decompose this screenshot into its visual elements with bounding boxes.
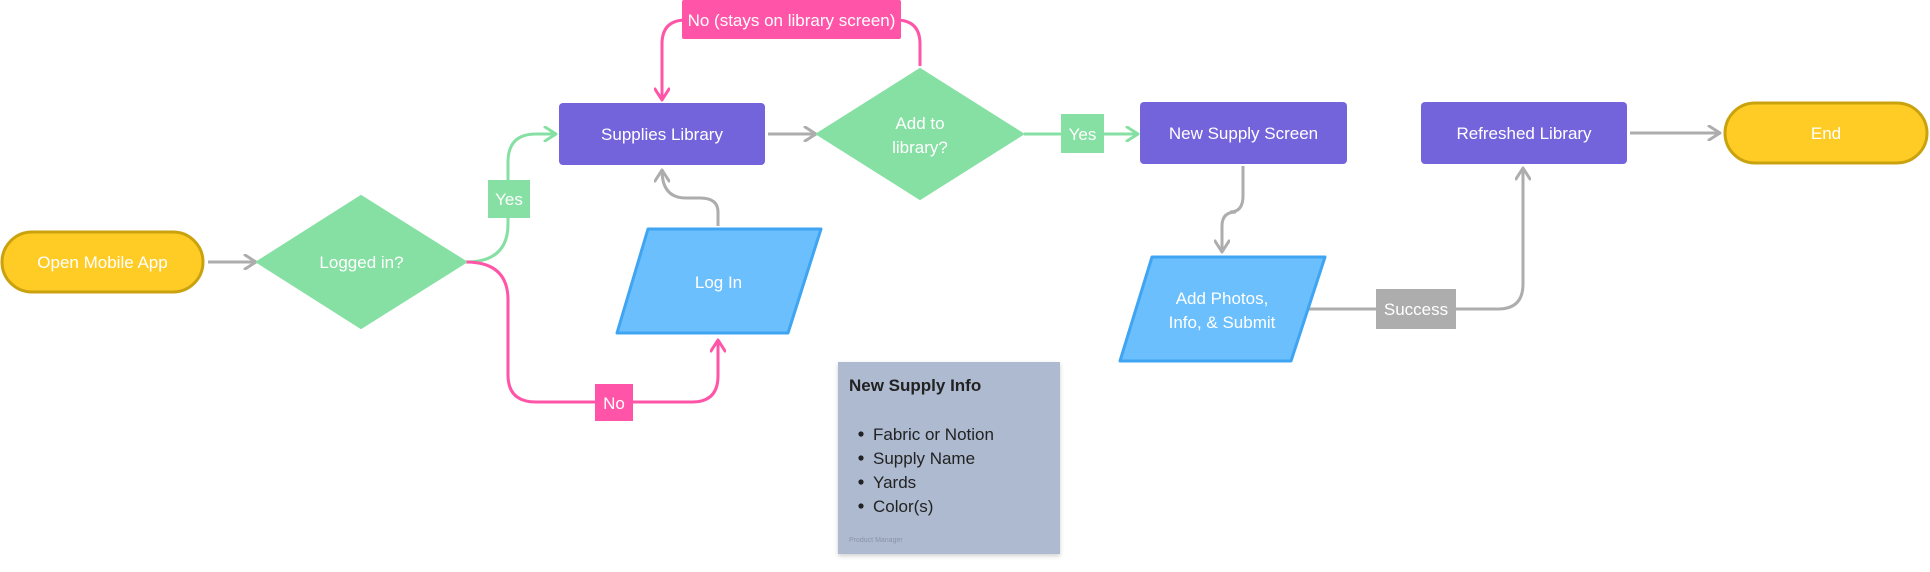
edge-label-text: Success [1384,300,1448,319]
node-label: Log In [695,273,742,292]
bullet [858,455,864,461]
note-footer: Product Manager [849,537,903,544]
edge-add-photos-success [1308,168,1523,311]
edge-label-no-logged-in: No [595,384,633,421]
node-label-line-1: Add to [895,114,944,133]
connectors [208,18,1720,404]
node-refreshed-library: Refreshed Library [1421,102,1627,164]
node-supplies-library: Supplies Library [559,103,765,165]
edge-label-box [488,180,530,218]
node-logged-in-decision: Logged in? [256,195,467,329]
decision-shape [816,68,1024,200]
node-label: End [1811,124,1841,143]
node-end: End [1723,101,1929,165]
node-label: New Supply Screen [1169,124,1318,143]
note-item: Fabric or Notion [873,425,994,444]
node-add-photos-submit: Add Photos, Info, & Submit [1118,255,1327,363]
node-label-line-2: library? [892,138,948,157]
edge-label-text: No [603,394,625,413]
edge-label-text: Yes [1069,125,1097,144]
terminal-shape [1723,101,1929,165]
note-item-list: Fabric or Notion Supply Name Yards Color… [858,425,994,516]
process-shape [559,103,765,165]
node-open-mobile-app: Open Mobile App [0,230,205,294]
io-shape [615,227,823,335]
edge-label-text: No (stays on library screen) [688,11,896,30]
edge-label-box [595,384,633,421]
edge-label-no-stays: No (stays on library screen) [682,0,901,39]
node-label: Supplies Library [601,125,723,144]
note-item: Yards [873,473,916,492]
sticky-note-background [838,362,1060,554]
edge-login-to-library [662,170,720,226]
node-add-to-library-decision: Add to library? [816,68,1024,200]
node-label: Logged in? [319,253,403,272]
node-label-line-2: Info, & Submit [1169,313,1276,332]
bullet [858,479,864,485]
bullet [858,431,864,437]
edge-label-box [1376,289,1456,329]
note-item: Color(s) [873,497,933,516]
edge-label-text: Yes [495,190,523,209]
decision-shape [256,195,467,329]
edge-label-box [1061,114,1104,153]
edge-new-to-add-photos [1222,166,1245,252]
node-log-in: Log In [615,227,823,335]
process-shape [1421,102,1627,164]
node-label: Open Mobile App [37,253,167,272]
terminal-shape [0,230,205,294]
io-shape [1118,255,1327,363]
node-label: Refreshed Library [1456,124,1592,143]
note-item: Supply Name [873,449,975,468]
edge-logged-in-no [465,260,718,404]
sticky-note-new-supply-info: New Supply Info Fabric or Notion Supply … [838,362,1060,554]
process-shape [1140,102,1347,164]
note-title: New Supply Info [849,376,981,395]
edge-label-yes-logged-in: Yes [488,180,530,218]
edge-label-yes-add: Yes [1061,114,1104,153]
node-label-line-1: Add Photos, [1176,289,1269,308]
bullet [858,503,864,509]
node-new-supply-screen: New Supply Screen [1140,102,1347,164]
edge-label-success: Success [1376,289,1456,329]
edge-label-box [682,0,901,39]
